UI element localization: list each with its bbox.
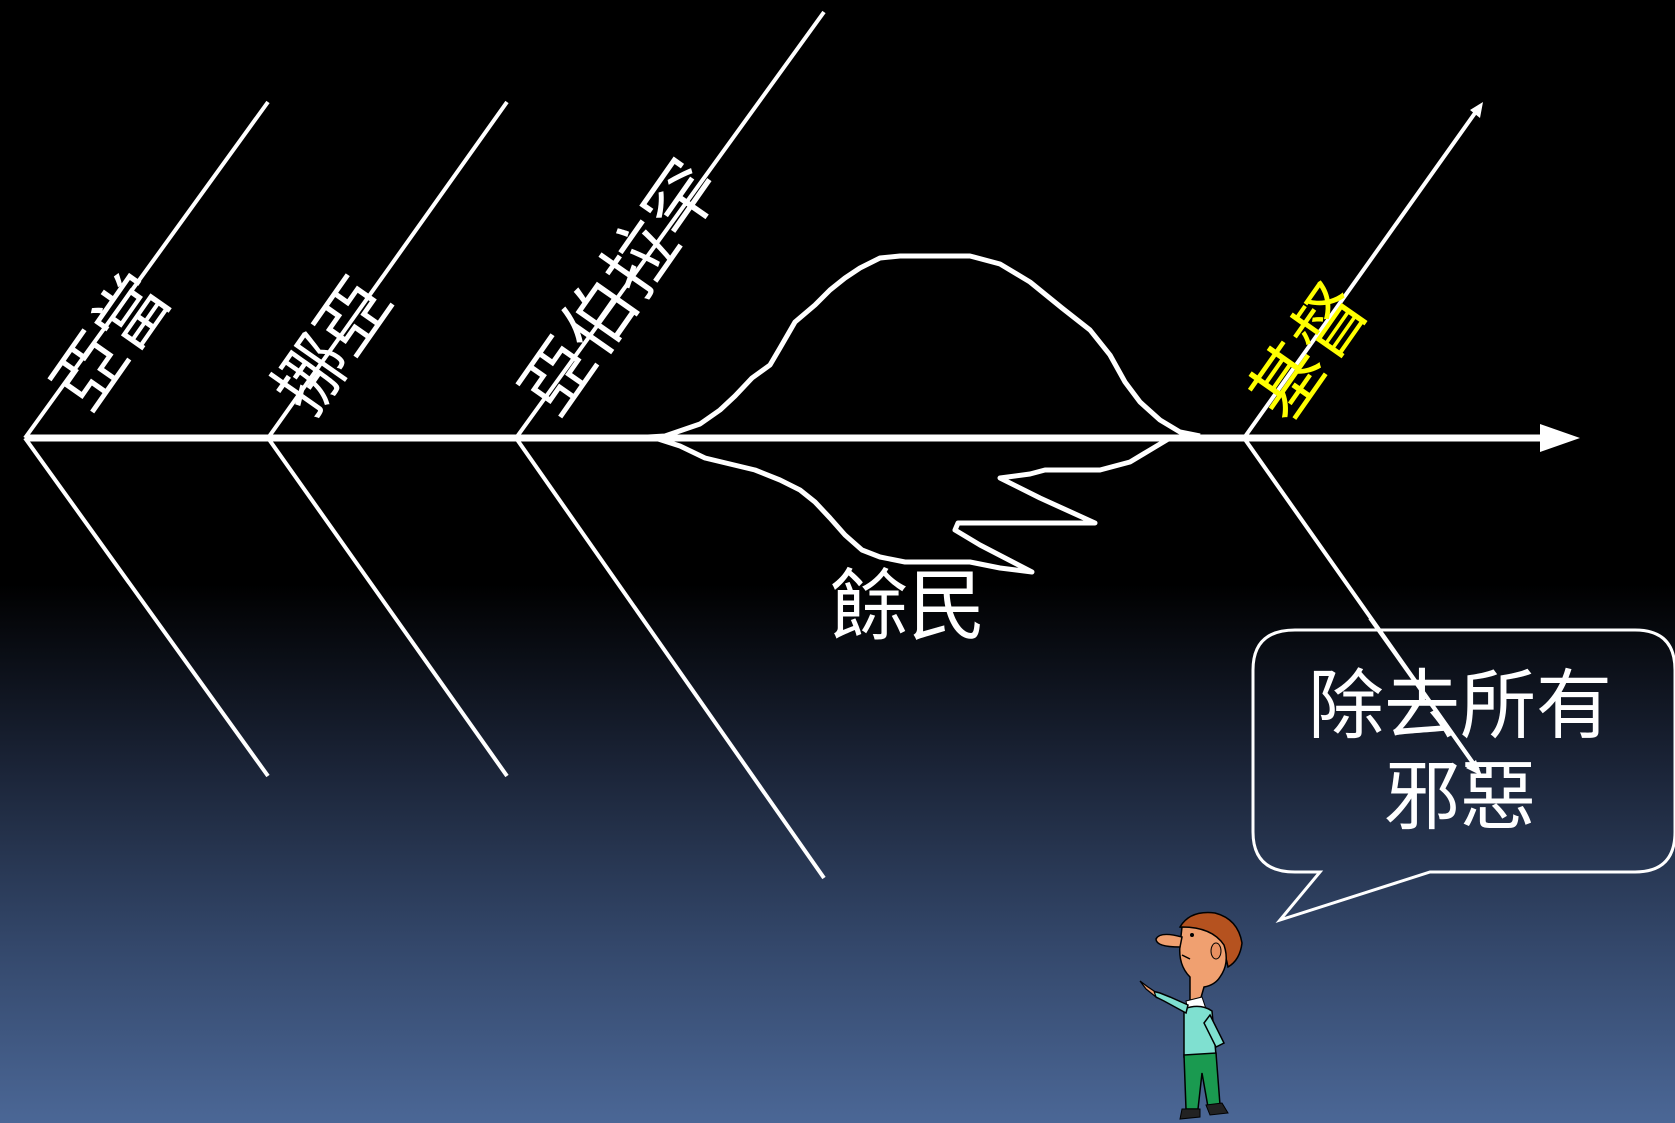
speech-bubble — [1251, 628, 1675, 923]
branch-adam — [23, 100, 270, 778]
speech-line-1: 除去所有 — [1308, 661, 1612, 750]
branch-christ-overlay — [1368, 616, 1480, 772]
lower-curve — [654, 433, 1201, 575]
speech-bubble-text: 除去所有 邪惡 — [1260, 660, 1660, 842]
main-timeline-arrow — [25, 424, 1580, 452]
speech-line-2: 邪惡 — [1384, 752, 1536, 842]
upper-curve — [629, 253, 1201, 441]
branch-noah — [266, 100, 509, 778]
person-pointing-icon — [1139, 911, 1243, 1120]
branch-abraham — [514, 10, 826, 880]
label-remnant: 餘民 — [830, 562, 987, 652]
